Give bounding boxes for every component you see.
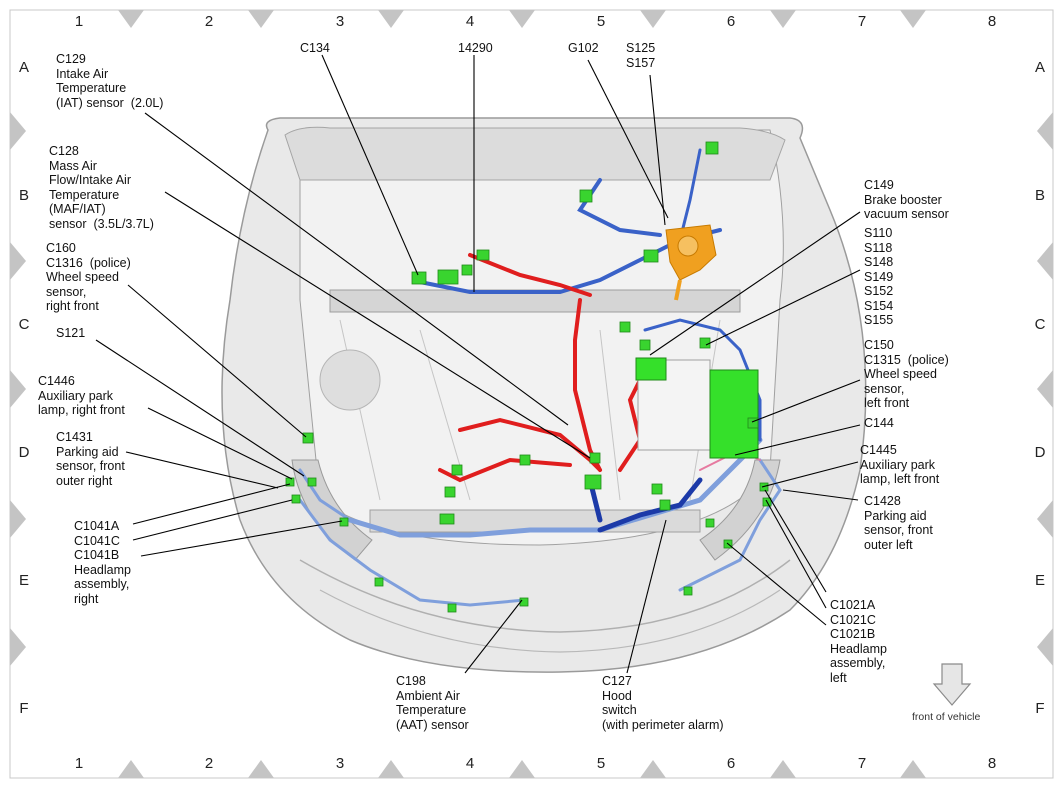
label-c1445-aux-park-lamp-left: C1445 Auxiliary park lamp, left front (860, 443, 940, 486)
label-c144: C144 (864, 416, 894, 430)
label-14290: 14290 (458, 41, 493, 55)
label-g102: G102 (568, 41, 599, 55)
grid-col-4-top: 4 (465, 13, 475, 30)
junction-box (635, 357, 759, 459)
grid-row-c-left: C (18, 316, 30, 333)
grid-col-6-bottom: 6 (726, 755, 736, 772)
grid-row-f-left: F (19, 700, 29, 717)
grid-col-4-bottom: 4 (465, 755, 475, 772)
label-c1021-headlamp-left: C1021A C1021C C1021B Headlamp assembly, … (830, 598, 887, 685)
label-c134: C134 (300, 41, 330, 55)
label-c1431-parking-aid-right: C1431 Parking aid sensor, front outer ri… (56, 430, 125, 488)
grid-row-b-left: B (18, 187, 29, 204)
grid-col-6-top: 6 (726, 13, 736, 30)
grid-row-d-left: D (18, 444, 30, 461)
label-c150-wheel-speed-left: C150 C1315 (police) Wheel speed sensor, … (864, 338, 949, 410)
grid-col-7-bottom: 7 (857, 755, 867, 772)
label-c129-iat-sensor: C129 Intake Air Temperature (IAT) sensor… (56, 52, 164, 110)
label-s125-s157: S125 S157 (626, 41, 656, 70)
label-c149-brake-booster-sensor: C149 Brake booster vacuum sensor (864, 178, 949, 221)
grid-col-5-top: 5 (596, 13, 606, 30)
label-c198-aat-sensor: C198 Ambient Air Temperature (AAT) senso… (396, 674, 469, 732)
grid-col-7-top: 7 (857, 13, 867, 30)
grid-col-1-bottom: 1 (74, 755, 84, 772)
grid-col-2-bottom: 2 (204, 755, 214, 772)
grid-row-a-right: A (1034, 59, 1045, 76)
label-c1446-aux-park-lamp-right: C1446 Auxiliary park lamp, right front (38, 374, 125, 417)
grid-row-a-left: A (18, 59, 29, 76)
label-splices-s110-s155: S110 S118 S148 S149 S152 S154 S155 (864, 226, 894, 327)
label-c127-hood-switch: C127 Hood switch (with perimeter alarm) (602, 674, 724, 732)
grid-row-d-right: D (1034, 444, 1046, 461)
grid-col-3-top: 3 (335, 13, 345, 30)
grid-row-e-right: E (1034, 572, 1045, 589)
grid-col-3-bottom: 3 (335, 755, 345, 772)
grid-col-8-top: 8 (987, 13, 997, 30)
brake-booster (665, 224, 717, 301)
grid-col-1-top: 1 (74, 13, 84, 30)
grid-col-8-bottom: 8 (987, 755, 997, 772)
grid-row-e-left: E (18, 572, 29, 589)
label-c128-maf-iat-sensor: C128 Mass Air Flow/Intake Air Temperatur… (49, 144, 154, 231)
grid-row-f-right: F (1035, 700, 1045, 717)
front-of-vehicle-caption: front of vehicle (912, 711, 981, 723)
label-c1428-parking-aid-left: C1428 Parking aid sensor, front outer le… (864, 494, 933, 552)
grid-col-2-top: 2 (204, 13, 214, 30)
label-c160-wheel-speed-right: C160 C1316 (police) Wheel speed sensor, … (46, 241, 131, 313)
grid-row-b-right: B (1034, 187, 1045, 204)
front-of-vehicle-arrow-icon (932, 663, 972, 706)
grid-markers (10, 10, 1053, 778)
label-c1041-headlamp-right: C1041A C1041C C1041B Headlamp assembly, … (74, 519, 131, 606)
label-s121: S121 (56, 326, 86, 340)
vehicle-body (221, 117, 867, 673)
grid-col-5-bottom: 5 (596, 755, 606, 772)
grid-row-c-right: C (1034, 316, 1046, 333)
leader-lines (95, 54, 861, 674)
